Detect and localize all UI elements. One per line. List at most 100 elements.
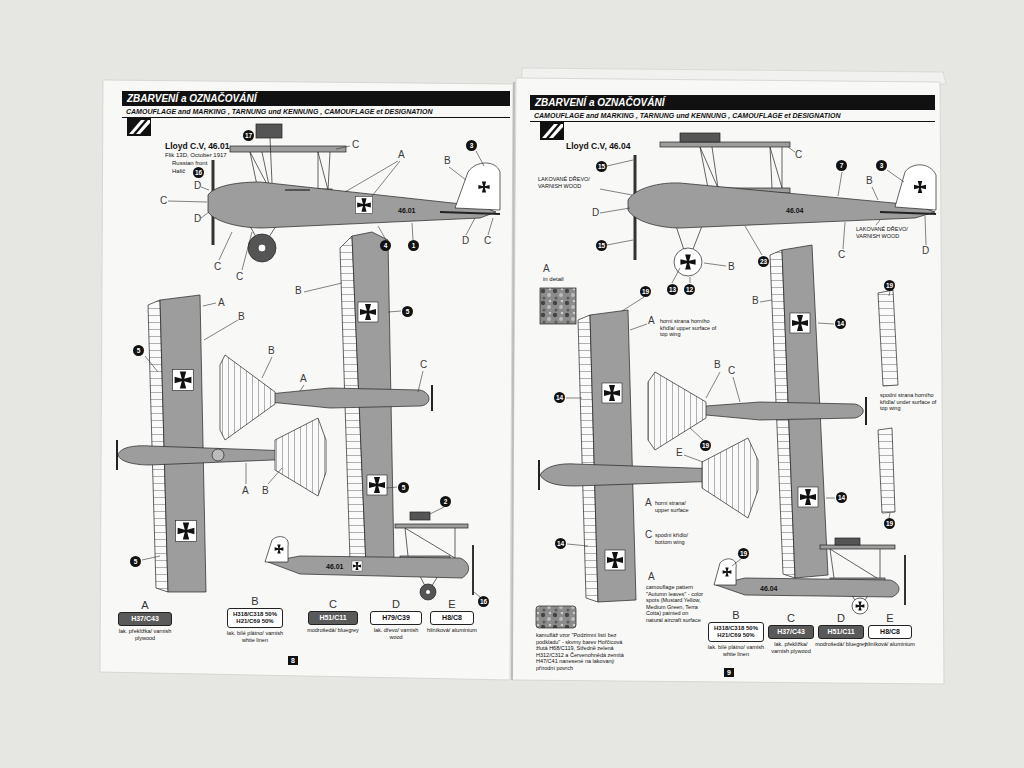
color-letter: B (228, 596, 282, 607)
color-letter: B (262, 486, 269, 496)
paint-swatch: EH8/C8hliníková/ aluminium (430, 611, 474, 625)
color-name: lak. bílé plátno/ varnish white linen (224, 630, 286, 643)
color-letter: B (866, 176, 873, 186)
color-letter: A (300, 374, 307, 384)
unit-note: Halič (172, 168, 185, 175)
color-letter: B (295, 286, 302, 296)
color-letter: B (752, 296, 759, 306)
color-letter: A (543, 264, 550, 274)
callout-number: 19 (700, 440, 711, 451)
note: spodní křídlo/ bottom wing (655, 532, 700, 545)
color-name: lak. bílé plátno/ varnish white linen (705, 644, 767, 657)
callout-number: 3 (466, 140, 477, 151)
color-letter: E (676, 448, 683, 458)
color-letter: C (484, 236, 491, 246)
color-letter: A (218, 298, 225, 308)
callout-number: 17 (243, 130, 254, 141)
color-letter: C (236, 272, 243, 282)
color-letter: C (795, 150, 802, 160)
color-letter: C (214, 262, 221, 272)
color-letter: E (869, 613, 911, 624)
paint-swatch: DH79/C39lak. dřevo/ varnish wood (370, 611, 422, 625)
aircraft-name: Lloyd C.V, 46.04 (566, 141, 630, 151)
color-letter: A (398, 150, 405, 160)
color-letter: C (420, 360, 427, 370)
color-letter: B (238, 312, 245, 322)
color-letter: E (431, 599, 473, 610)
callout-number: 23 (758, 256, 769, 267)
callout-number: 2 (440, 496, 451, 507)
color-letter: A (242, 486, 249, 496)
color-letter: D (819, 613, 863, 624)
paint-code: H79/C39 (372, 614, 420, 622)
section-subtitle: CAMOUFLAGE and MARKING , TARNUNG und KEN… (122, 106, 510, 118)
paint-code: H51/C11 (310, 614, 356, 622)
color-letter: A (648, 316, 655, 326)
color-name: lak. dřevo/ varnish wood (367, 627, 425, 640)
callout-number: 13 (667, 284, 678, 295)
color-name: hliníková/ aluminium (427, 627, 477, 634)
color-letter: D (371, 599, 421, 610)
callout-number: 15 (596, 161, 607, 172)
callout-number: 3 (876, 160, 887, 171)
note: LAKOVANÉ DŘEVO/ VARNISH WOOD (538, 176, 600, 189)
color-letter: D (592, 208, 599, 218)
paint-swatch: AH37/C43lak. překližka/ varnish plywood (118, 612, 172, 626)
color-letter: D (922, 246, 929, 256)
color-letter: B (709, 610, 763, 621)
color-letter: A (648, 572, 655, 582)
callout-number: 7 (836, 160, 847, 171)
callout-number: 19 (738, 548, 749, 559)
callout-number: 16 (478, 596, 489, 607)
unit-note: Russian front (172, 160, 207, 167)
header-band: ZBARVENÍ a OZNAČOVÁNÍCAMOUFLAGE and MARK… (122, 91, 510, 118)
callout-number: 14 (554, 392, 565, 403)
note: camouflage pattern "Autumn leaves" - col… (646, 584, 706, 623)
callout-number: 14 (555, 538, 566, 549)
paint-code: H8/C8 (870, 628, 910, 636)
note: horní strana/ upper surface (655, 500, 700, 513)
aircraft-name: Lloyd C.V, 46.01 (165, 141, 229, 151)
color-name: modrošedá/ bluegrey (305, 627, 361, 634)
unit-note: Flik 13D, October 1917 (165, 152, 227, 159)
paint-code: H51/C11 (820, 628, 862, 636)
unit-note: in detail (543, 276, 564, 283)
color-name: hliníková/ aluminium (865, 641, 915, 648)
paint-code: H318/C318 50% H21/C69 50% (710, 625, 762, 639)
header-band: ZBARVENÍ a OZNAČOVÁNÍCAMOUFLAGE and MARK… (530, 95, 935, 122)
callout-number: 5 (130, 556, 141, 567)
callout-number: 19 (884, 518, 895, 529)
color-letter: C (645, 530, 652, 540)
callout-number: 12 (684, 284, 695, 295)
serial-number: 46.01 (398, 207, 416, 215)
color-letter: A (119, 600, 171, 611)
callout-number: 19 (884, 280, 895, 291)
page-number: 9 (724, 668, 734, 677)
callout-number: 14 (836, 492, 847, 503)
color-letter: C (769, 613, 813, 624)
callout-number: 14 (835, 318, 846, 329)
note: kamufláž vzor "Podzimní listí bez podkla… (536, 632, 628, 671)
color-name: modrošedá/ bluegrey (815, 641, 867, 648)
color-letter: D (194, 181, 201, 191)
serial-number: 46.04 (760, 585, 778, 593)
color-letter: C (838, 250, 845, 260)
color-letter: D (462, 236, 469, 246)
paint-swatch: EH8/C8hliníková/ aluminium (868, 625, 912, 639)
serial-number: 46.01 (326, 563, 344, 571)
section-title: ZBARVENÍ a OZNAČOVÁNÍ (530, 95, 935, 110)
color-letter: C (160, 196, 167, 206)
paint-code: H37/C43 (120, 615, 170, 623)
color-letter: D (194, 214, 201, 224)
note: horní strana horního křídla/ upper surfa… (660, 318, 722, 338)
color-letter: A (645, 498, 652, 508)
callout-number: 15 (596, 240, 607, 251)
color-letter: C (309, 599, 357, 610)
callout-number: 19 (640, 286, 651, 297)
paint-swatch: BH318/C318 50% H21/C69 50%lak. bílé plát… (227, 608, 283, 628)
color-name: lak. překližka/ varnish plywood (115, 628, 175, 641)
color-name: lak. překližka/ varnish plywood (765, 641, 817, 654)
color-letter: C (352, 140, 359, 150)
section-subtitle: CAMOUFLAGE and MARKING , TARNUNG und KEN… (530, 110, 935, 122)
